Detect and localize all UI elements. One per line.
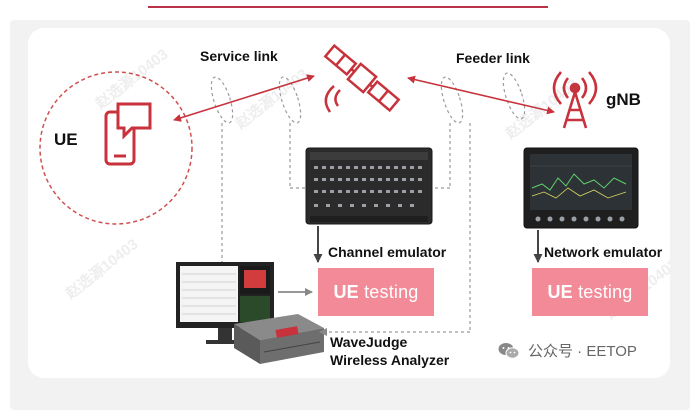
footer-source: 公众号 · EETOP — [498, 340, 637, 361]
ue-testing-rest: testing — [358, 281, 419, 302]
ue-testing-box-channel: UE testing — [318, 268, 434, 316]
footer-text: 公众号 · EETOP — [528, 343, 637, 360]
service-link-beam — [210, 76, 306, 264]
network-emulator-device — [523, 147, 639, 229]
service-link-label: Service link — [200, 48, 278, 64]
gnb-antenna-icon — [552, 71, 598, 129]
ue-label: UE — [54, 130, 78, 149]
ue-phone-icon — [104, 102, 152, 166]
satellite-icon — [323, 43, 401, 113]
network-emulator-label: Network emulator — [544, 244, 663, 260]
ntn-test-diagram: 赵选源10403 赵选源10403 赵选源10403 赵选源10403 赵选源1… — [28, 28, 670, 378]
wavejudge-label: WaveJudge — [330, 334, 408, 350]
ue-testing-box-network: UE testing — [532, 268, 648, 316]
content-panel: 赵选源10403 赵选源10403 赵选源10403 赵选源10403 赵选源1… — [10, 20, 690, 410]
ue-coverage-circle — [39, 71, 193, 225]
wavejudge-device — [234, 314, 324, 364]
feeder-link-arrow — [407, 75, 555, 115]
feeder-link-label: Feeder link — [456, 50, 530, 66]
ue-testing-rest: testing — [572, 281, 633, 302]
channel-emulator-device — [305, 147, 433, 225]
ue-testing-strong: UE — [333, 281, 359, 302]
top-divider — [148, 6, 548, 8]
wechat-icon — [498, 342, 520, 359]
analyzer-monitor — [176, 262, 274, 344]
gnb-label: gNB — [606, 90, 641, 109]
channel-emulator-label: Channel emulator — [328, 244, 447, 260]
ue-testing-strong: UE — [547, 281, 573, 302]
service-link-arrow — [173, 74, 315, 122]
wavejudge-sublabel: Wireless Analyzer — [330, 352, 450, 368]
diagram-canvas — [39, 43, 639, 364]
